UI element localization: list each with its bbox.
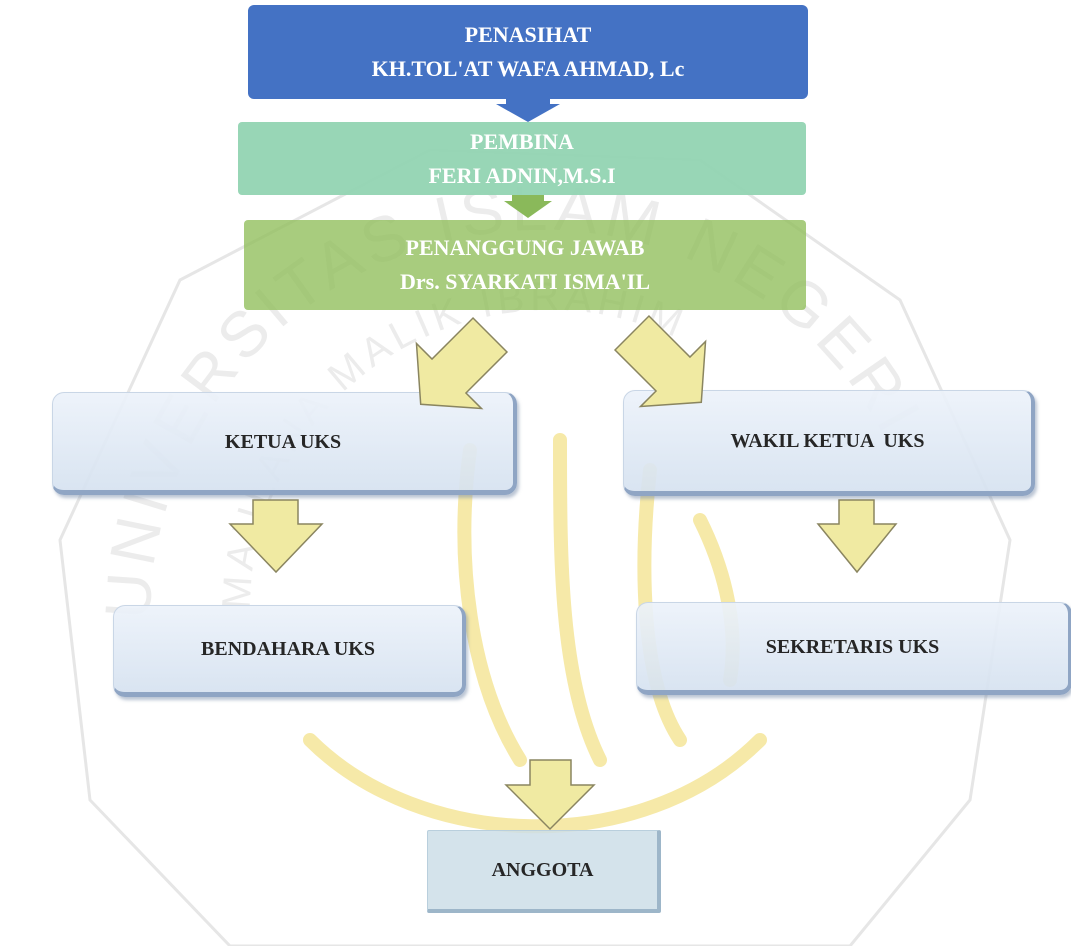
wakil-ketua-uks-label: WAKIL KETUA UKS — [730, 430, 925, 452]
wakil-ketua-uks-box: WAKIL KETUA UKS — [623, 390, 1035, 496]
anggota-box: ANGGOTA — [427, 830, 661, 913]
sekretaris-uks-label: SEKRETARIS UKS — [765, 635, 940, 658]
penanggung-jawab-title: PENANGGUNG JAWAB — [405, 235, 645, 260]
penanggung-jawab-name: Drs. SYARKATI ISMA'IL — [400, 269, 650, 294]
sekretaris-uks-box: SEKRETARIS UKS — [636, 602, 1071, 695]
pembina-box: PEMBINA FERI ADNIN,M.S.I — [238, 122, 806, 195]
penasihat-name: KH.TOL'AT WAFA AHMAD, Lc — [371, 56, 685, 81]
penasihat-box: PENASIHAT KH.TOL'AT WAFA AHMAD, Lc — [248, 5, 808, 99]
penasihat-title: PENASIHAT — [464, 22, 592, 47]
bendahara-uks-label: BENDAHARA UKS — [201, 638, 375, 660]
penanggung-jawab-box: PENANGGUNG JAWAB Drs. SYARKATI ISMA'IL — [244, 220, 806, 310]
ketua-uks-box: KETUA UKS — [52, 392, 517, 495]
pembina-title: PEMBINA — [470, 128, 574, 154]
anggota-label: ANGGOTA — [491, 859, 594, 881]
bendahara-uks-box: BENDAHARA UKS — [113, 605, 466, 697]
ketua-uks-label: KETUA UKS — [224, 430, 342, 453]
pembina-name: FERI ADNIN,M.S.I — [428, 162, 616, 188]
